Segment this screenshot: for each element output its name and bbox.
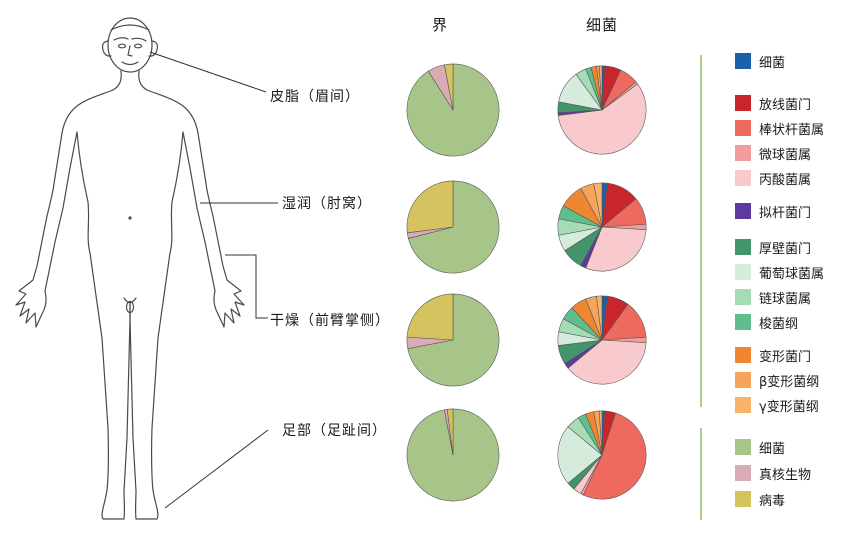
body-right-side — [129, 89, 245, 520]
site-label-moist: 湿润（肘窝） — [282, 196, 372, 212]
pie-bacteria-sebaceous — [556, 64, 648, 156]
legend-swatch-unclassified-bacteria — [735, 53, 751, 69]
legend-item: 丙酸菌属 — [735, 169, 824, 188]
legend-swatch-micrococcus — [735, 145, 751, 161]
legend-label: 真核生物 — [759, 467, 812, 483]
legend-swatch-proteobacteria — [735, 347, 751, 363]
body-left-side — [15, 89, 131, 520]
neck-left — [112, 70, 122, 91]
legend-label: 梭菌纲 — [759, 316, 799, 332]
groin-line — [123, 297, 137, 304]
left-eye — [117, 43, 127, 49]
pie-kingdom-dry — [405, 292, 501, 388]
legend-swatch-viruses — [735, 491, 751, 507]
legend-label: 厚壁菌门 — [759, 241, 812, 257]
legend-item: 拟杆菌门 — [735, 202, 812, 221]
left-ear-icon — [101, 40, 112, 57]
pointer-sebaceous — [149, 51, 267, 93]
genital-outline — [125, 300, 135, 314]
legend-swatch-eukaryota — [735, 465, 751, 481]
site-label-foot: 足部（足趾间） — [282, 423, 387, 439]
legend-label: 细菌 — [759, 441, 786, 457]
pointer-dry — [225, 254, 268, 319]
legend-swatch-bacteroidetes — [735, 203, 751, 219]
pie-kingdom-sebaceous — [405, 62, 501, 158]
legend-item: 变形菌门 — [735, 346, 819, 365]
pointer-foot — [164, 429, 269, 509]
legend-item: 梭菌纲 — [735, 313, 824, 332]
legend-group-firmicutes: 厚壁菌门 葡萄球菌属 链球菌属 梭菌纲 — [735, 238, 825, 332]
legend-item: 细菌 — [735, 438, 811, 457]
legend-group-proteobacteria: 变形菌门 β变形菌纲 γ变形菌纲 — [735, 346, 820, 415]
legend-label: 丙酸菌属 — [759, 172, 812, 188]
legend-group-bacteroidetes: 拟杆菌门 — [735, 202, 812, 221]
pie-bacteria-dry — [556, 294, 648, 386]
legend-swatch-gammaproteobacteria — [735, 397, 751, 413]
human-figure-panel — [15, 17, 278, 520]
legend-item: 放线菌门 — [735, 94, 824, 113]
legend-label: 变形菌门 — [759, 349, 812, 365]
legend-item: γ变形菌纲 — [735, 396, 819, 415]
site-label-dry: 干燥（前臂掌侧） — [270, 313, 390, 329]
legend-swatch-streptococcus — [735, 289, 751, 305]
pie-bacteria-foot — [556, 409, 648, 501]
legend-label: 棒状杆菌属 — [759, 122, 825, 138]
legend-label: 拟杆菌门 — [759, 205, 812, 221]
legend-label: γ变形菌纲 — [759, 399, 819, 415]
legend-item: 微球菌属 — [735, 144, 824, 163]
legend-item: 细菌 — [735, 52, 786, 71]
legend-label: 放线菌门 — [759, 97, 812, 113]
column-header-bacteria: 细菌 — [586, 16, 619, 34]
site-label-sebaceous: 皮脂（眉间） — [270, 89, 360, 105]
legend-group-kingdom: 细菌 真核生物 病毒 — [735, 438, 812, 509]
legend-bracket-bacteria — [700, 55, 702, 407]
legend-label: β变形菌纲 — [759, 374, 820, 390]
pie-bacteria-moist — [556, 181, 648, 273]
legend-swatch-clostridia — [735, 314, 751, 330]
legend-group-actinobacteria: 放线菌门 棒状杆菌属 微球菌属 丙酸菌属 — [735, 94, 825, 188]
mouth — [121, 61, 139, 66]
legend-swatch-kingdom-bacteria — [735, 439, 751, 455]
legend-label: 葡萄球菌属 — [759, 266, 825, 282]
neck-right — [138, 70, 148, 91]
legend-item: 真核生物 — [735, 464, 812, 483]
pie-kingdom-moist — [405, 179, 501, 275]
legend-label: 病毒 — [759, 493, 786, 509]
legend-swatch-staphylococcus — [735, 264, 751, 280]
legend-label: 链球菌属 — [759, 291, 812, 307]
left-eyebrow — [113, 37, 129, 41]
legend-bracket-kingdom — [700, 428, 702, 520]
right-eyebrow — [131, 37, 147, 42]
legend-label: 细菌 — [759, 55, 786, 71]
human-body-outline — [15, 17, 245, 520]
hair-line — [110, 24, 150, 31]
legend-item: 链球菌属 — [735, 288, 824, 307]
legend-swatch-firmicutes — [735, 239, 751, 255]
head — [107, 17, 153, 73]
legend-swatch-betaproteobacteria — [735, 372, 751, 388]
legend-item: 厚壁菌门 — [735, 238, 824, 257]
legend-item: 棒状杆菌属 — [735, 119, 825, 138]
legend-label: 微球菌属 — [759, 147, 812, 163]
legend-item: β变形菌纲 — [735, 371, 820, 390]
nose — [127, 45, 133, 57]
navel — [128, 216, 132, 220]
legend-item: 葡萄球菌属 — [735, 263, 825, 282]
right-ear-icon — [148, 40, 159, 57]
legend-swatch-corynebacterium — [735, 120, 751, 136]
legend-swatch-propionibacterium — [735, 170, 751, 186]
legend-item: 病毒 — [735, 490, 811, 509]
legend-swatch-actinobacteria — [735, 95, 751, 111]
legend-group-unclassified: 细菌 — [735, 52, 786, 71]
pie-kingdom-foot — [405, 407, 501, 503]
right-eye — [133, 43, 143, 49]
column-header-kingdom: 界 — [432, 16, 449, 34]
pointer-lines — [149, 51, 278, 509]
